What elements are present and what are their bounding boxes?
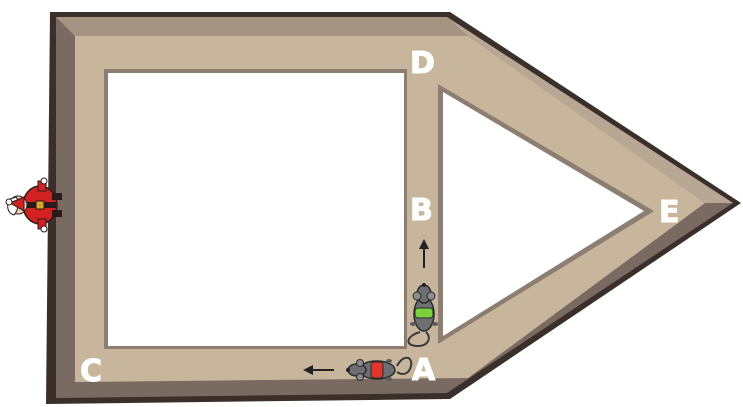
inner-triangle-field — [443, 92, 644, 336]
point-label-d: D — [410, 46, 435, 81]
inner-square-field — [108, 73, 404, 346]
arrow-left-icon — [303, 365, 334, 375]
wall-bevel-upper-right — [447, 17, 733, 203]
wall-bevel-top — [56, 17, 468, 36]
inner-square — [104, 69, 407, 349]
point-label-a: A — [412, 353, 436, 388]
santa-figure — [5, 177, 62, 233]
arrow-up-icon — [419, 239, 429, 268]
point-label-e: E — [659, 195, 680, 230]
mouse-with-green-vest — [407, 283, 438, 348]
inner-triangle — [438, 84, 654, 344]
point-label-b: B — [410, 193, 433, 228]
mouse-with-red-vest — [346, 356, 413, 381]
point-label-c: C — [80, 354, 102, 389]
